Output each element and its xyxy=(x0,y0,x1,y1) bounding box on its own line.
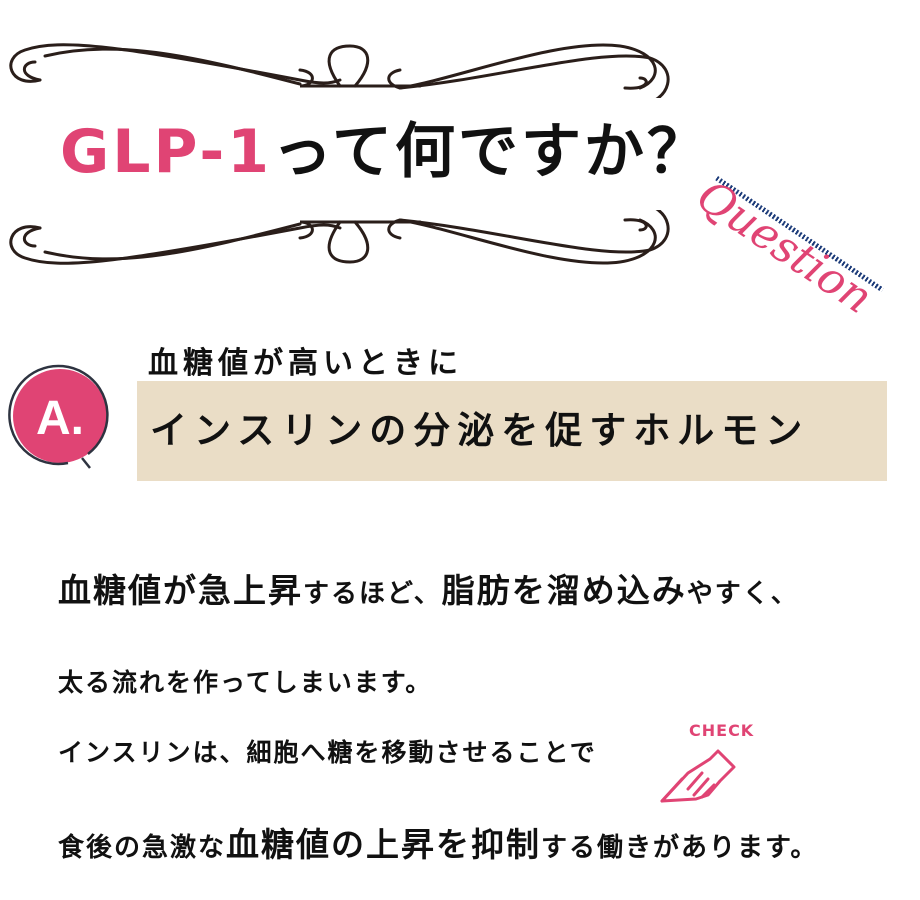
answer-badge: A. xyxy=(8,364,109,469)
title-accent: GLP-1 xyxy=(60,117,273,187)
title-rest: って何ですか？ xyxy=(272,117,711,187)
ornament-bottom-flourish xyxy=(9,210,670,265)
check-label: CHECK xyxy=(689,721,755,740)
body-text: するほど、 xyxy=(303,579,442,609)
body-text: する働きがあります。 xyxy=(541,833,819,863)
body-line-4: 食後の急激な血糖値の上昇を抑制する働きがあります。 xyxy=(58,818,819,874)
body-line-2: 太る流れを作ってしまいます。 xyxy=(58,668,433,697)
answer-highlight-box xyxy=(137,381,887,481)
body-line-1: 血糖値が急上昇するほど、脂肪を溜め込みやすく、 xyxy=(38,564,799,620)
answer-main-text: インスリンの分泌を促すホルモン xyxy=(150,409,810,452)
body-line-3: インスリンは、細胞へ糖を移動させることで xyxy=(58,738,597,767)
highlight-fat-storage: 脂肪を溜め込み xyxy=(441,564,687,620)
highlight-suppress-blood-sugar: 血糖値の上昇を抑制 xyxy=(226,818,542,874)
body-text: やすく、 xyxy=(686,579,799,609)
answer-subtitle: 血糖値が高いときに xyxy=(148,346,463,381)
highlight-blood-sugar-spike: 血糖値が急上昇 xyxy=(38,564,303,620)
body-text: 食後の急激な xyxy=(58,833,227,863)
ornament-top-flourish xyxy=(9,43,670,98)
answer-badge-label: A. xyxy=(36,392,84,445)
pointing-hand-icon xyxy=(660,749,736,803)
page-title: GLP-1って何ですか？ xyxy=(60,112,710,192)
